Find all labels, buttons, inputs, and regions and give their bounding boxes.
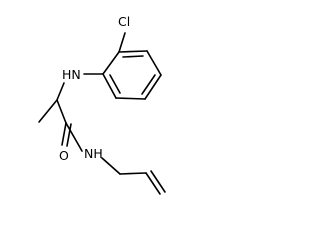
bond-ch-co — [56, 99, 67, 124]
bond-co-nh — [65, 122, 83, 152]
bond-ch2-ch — [119, 172, 147, 175]
oxygen-label: O — [59, 148, 69, 163]
amide-nh-label: NH — [84, 146, 103, 161]
benzene-ring — [102, 50, 162, 100]
bond-nh-ch2 — [101, 157, 121, 175]
chlorine-label: Cl — [118, 14, 130, 29]
bond-co-2 — [66, 123, 72, 147]
structure-diagram: Cl HN O NH — [38, 14, 166, 195]
bond-methyl — [38, 99, 58, 123]
amine-nh-label: HN — [62, 67, 81, 82]
bond-nh-ch — [56, 82, 65, 101]
bond-vinyl-1 — [145, 172, 161, 195]
bond-co-1 — [61, 122, 67, 146]
bond-ring-cl — [118, 32, 126, 53]
bond-vinyl-2 — [150, 170, 166, 193]
